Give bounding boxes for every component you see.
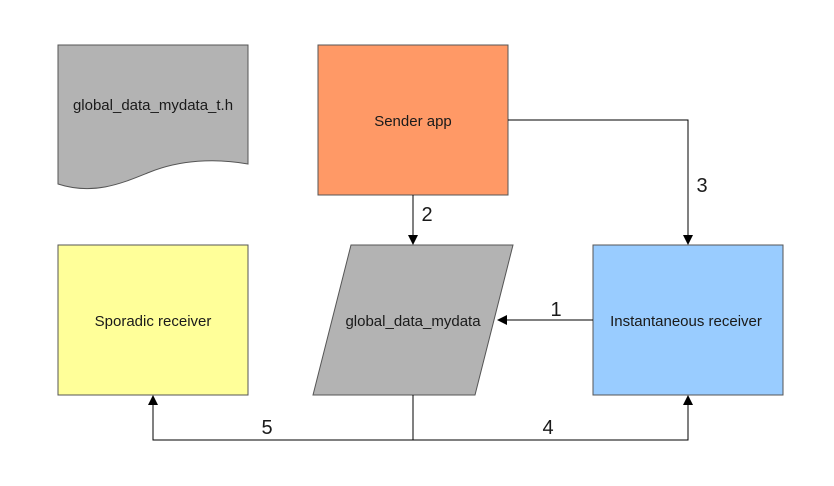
sporadic-receiver-node[interactable]: Sporadic receiver	[57, 244, 249, 396]
instantaneous-receiver-label: Instantaneous receiver	[610, 313, 762, 330]
edge-2: 2	[408, 195, 433, 245]
edge-4: 4	[413, 395, 693, 441]
sporadic-receiver-box	[57, 244, 249, 396]
sender-app-node[interactable]: Sender app	[317, 44, 509, 196]
sender-app-label: Sender app	[374, 113, 452, 130]
header-file-shape	[57, 44, 249, 190]
edge-5: 5	[148, 395, 413, 441]
instantaneous-receiver-node[interactable]: Instantaneous receiver	[592, 244, 784, 396]
header-file-node[interactable]: global_data_mydata_t.h	[57, 44, 249, 190]
edge-1: 1	[497, 299, 593, 325]
data-store-shape	[312, 244, 514, 396]
edge-3-label: 3	[696, 175, 707, 197]
instantaneous-receiver-box	[592, 244, 784, 396]
edge-2-label: 2	[421, 204, 432, 226]
edge-5-line	[148, 395, 413, 441]
data-store-label: global_data_mydata	[345, 313, 481, 330]
sporadic-receiver-label: Sporadic receiver	[95, 313, 212, 330]
edge-3: 3	[508, 119, 708, 245]
header-file-label: global_data_mydata_t.h	[73, 97, 233, 114]
edge-4-label: 4	[542, 417, 553, 439]
edge-3-line	[508, 119, 693, 245]
data-store-node[interactable]: global_data_mydata	[312, 244, 514, 396]
sender-app-box	[317, 44, 509, 196]
edge-5-label: 5	[261, 417, 272, 439]
edge-1-label: 1	[550, 299, 561, 321]
edge-4-line	[413, 395, 693, 441]
